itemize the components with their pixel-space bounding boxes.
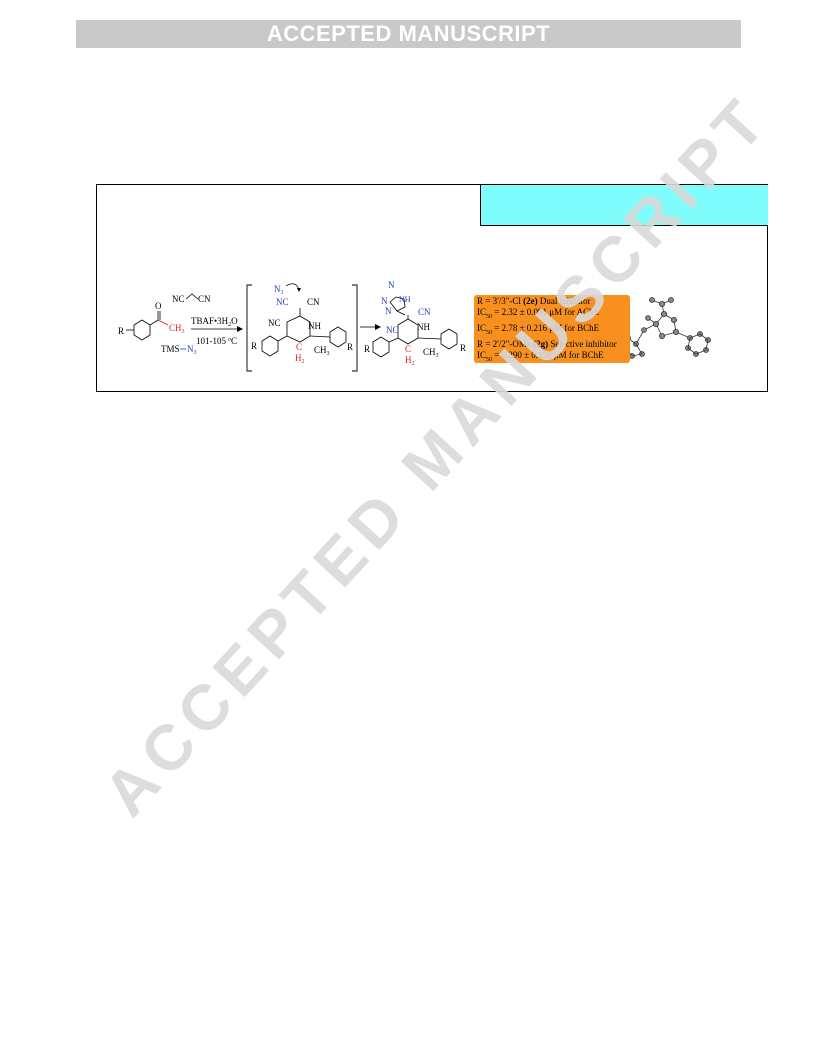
intermediate-nc-label: NC — [276, 297, 289, 307]
product-c-label: C — [405, 344, 411, 354]
intermediate-azide-label: N3 — [274, 284, 284, 296]
inhibitor-results-box: R = 3'/3"-Cl (2e) Dual inhibitor IC50 = … — [474, 295, 630, 363]
product-structure — [372, 296, 458, 358]
product-tetrazole-n3-label: N — [385, 306, 392, 316]
intermediate-h2-label: H2 — [295, 353, 305, 365]
condition-reagent-label: TBAF•3H2O — [191, 316, 238, 328]
graphical-abstract-frame — [96, 184, 768, 392]
reaction-scheme: O R CH3 NC CN TMS N3 TBAF•3H2O 101-105 º… — [118, 280, 711, 372]
acetophenone-structure — [126, 311, 169, 341]
product-tetrazole-nh-label: NH — [399, 295, 411, 304]
methyl-label: CH3 — [169, 323, 185, 335]
intermediate-bracket-right — [352, 284, 358, 372]
intermediate-r1-label: R — [251, 341, 257, 351]
result-line-bche-2e: IC50 = 2.78 ± 0.216 μM for BChE — [477, 322, 600, 336]
highlight-header-box — [480, 185, 768, 226]
product-r2-label: R — [460, 343, 466, 353]
intermediate-ch3-label: CH3 — [314, 345, 330, 357]
result-line-2g: R = 2'/2"-OMe (2g) Selective inhibitor — [477, 338, 617, 349]
product-tetrazole-n2-label: N — [381, 296, 388, 306]
product-h2-label: H2 — [405, 355, 415, 367]
accepted-manuscript-banner: ACCEPTED MANUSCRIPT — [76, 20, 741, 48]
intermediate-c-label: C — [296, 342, 302, 352]
malononitrile-nc-label: NC — [172, 294, 185, 304]
azide-label: N3 — [187, 344, 197, 356]
malononitrile-cn-label: CN — [198, 294, 211, 304]
product-r1-label: R — [364, 344, 370, 354]
intermediate-ring — [261, 308, 347, 357]
crystal-structure-image — [623, 297, 711, 359]
product-ch3-label: CH3 — [423, 347, 439, 359]
intermediate-cn-label: CN — [307, 297, 320, 307]
condition-temperature-label: 101-105 ºC — [196, 336, 237, 346]
product-cn-label: CN — [418, 307, 431, 317]
intermediate-nh-label: NH — [308, 321, 321, 331]
ketone-oxygen-label: O — [155, 301, 162, 311]
product-nh-label: NH — [417, 322, 430, 332]
tms-label: TMS — [161, 344, 180, 354]
result-line-2e: R = 3'/3"-Cl (2e) Dual inhibitor — [477, 296, 591, 306]
intermediate-r2-label: R — [347, 342, 353, 352]
result-line-ache: IC50 = 2.32 ± 0.091 μM for AChE — [477, 307, 600, 320]
r-substituent-label: R — [118, 326, 124, 336]
intermediate-nc2-label: NC — [268, 318, 281, 328]
product-tetrazole-n-label: N — [388, 280, 395, 290]
intermediate-bracket-left — [246, 284, 252, 372]
product-nc-label: NC — [386, 325, 399, 335]
result-line-bche-2g: IC50 = 0.290 ± 0.130 μM for BChE — [477, 349, 604, 363]
